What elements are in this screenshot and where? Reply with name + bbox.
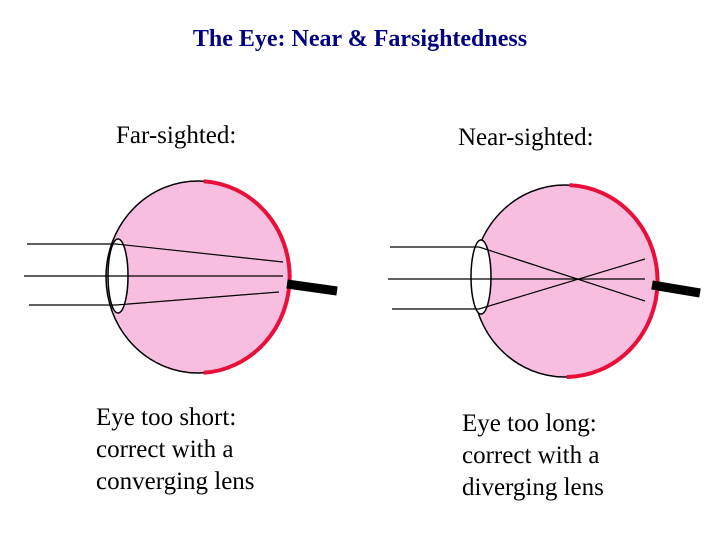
near-sighted-light-rays bbox=[388, 246, 646, 310]
caption-line: diverging lens bbox=[462, 474, 604, 501]
near-sighted-caption: Eye too long: correct with a diverging l… bbox=[462, 408, 604, 504]
far-sighted-optic-nerve bbox=[286, 279, 338, 296]
near-sighted-optic-nerve bbox=[651, 280, 701, 298]
caption-line: Eye too long: bbox=[462, 410, 597, 437]
far-sighted-eye-diagram bbox=[24, 179, 338, 375]
near-sighted-label: Near-sighted: bbox=[458, 124, 594, 151]
slide-title: The Eye: Near & Farsightedness bbox=[192, 26, 528, 52]
far-sighted-label: Far-sighted: bbox=[116, 122, 237, 149]
caption-line: Eye too short: bbox=[96, 404, 237, 431]
caption-line: converging lens bbox=[96, 468, 255, 495]
light-ray bbox=[390, 246, 646, 302]
far-sighted-light-rays bbox=[24, 243, 284, 306]
near-sighted-eye-diagram bbox=[388, 183, 701, 379]
caption-line: correct with a bbox=[96, 436, 234, 463]
far-sighted-retina bbox=[203, 179, 292, 375]
near-sighted-lens bbox=[470, 239, 492, 315]
light-ray bbox=[27, 243, 284, 263]
caption-line: correct with a bbox=[462, 442, 600, 469]
light-ray bbox=[392, 258, 646, 310]
far-sighted-caption: Eye too short: correct with a converging… bbox=[96, 402, 255, 498]
light-ray bbox=[29, 291, 280, 306]
